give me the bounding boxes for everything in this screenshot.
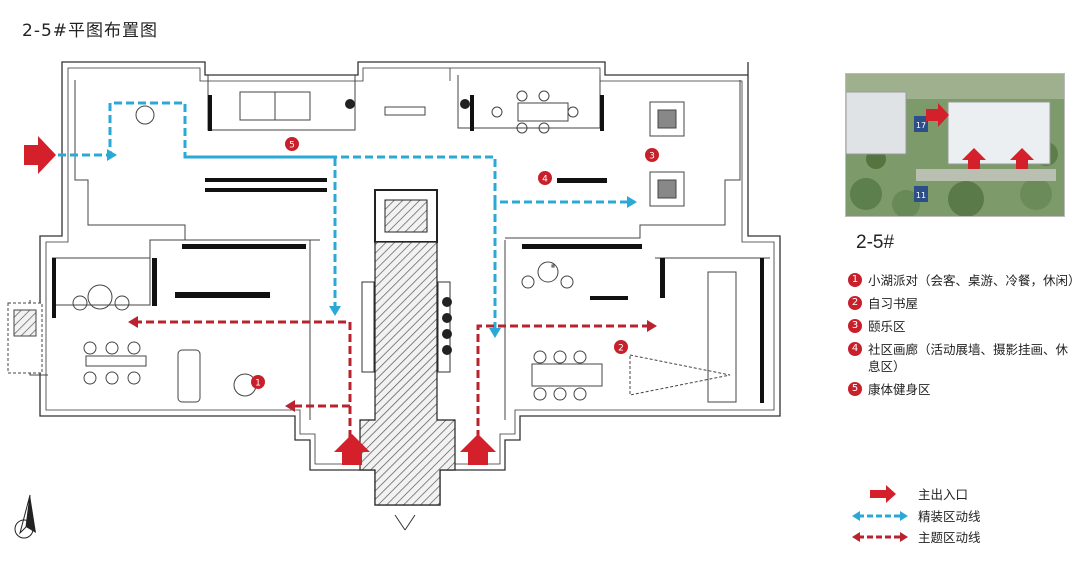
building-name: 2-5#	[856, 232, 895, 253]
legend-zone-number: 1	[848, 273, 862, 287]
legend-zone-label: 社区画廊（活动展墙、摄影挂画、休息区）	[868, 342, 1069, 374]
legend-key-entrance: 主出入口	[850, 484, 1078, 503]
planters	[345, 99, 470, 355]
site-tag-11	[914, 186, 928, 202]
legend-key-fine-route: 精装区动线	[850, 506, 1078, 525]
site-tag-17	[914, 116, 928, 132]
svg-text:4: 4	[542, 175, 548, 185]
svg-text:5: 5	[289, 141, 295, 151]
legend-zone-1: 1 小湖派对（会客、桌游、冷餐，休闲）	[848, 272, 1080, 289]
fine-route-arrowheads	[107, 149, 637, 338]
legend-zone-3: 3 颐乐区	[848, 318, 1076, 335]
red-dashed-arrow-icon	[852, 531, 908, 542]
zone-marker-2: 2	[614, 340, 628, 354]
legend-key-label: 精装区动线	[918, 509, 981, 524]
entrance-arrows	[24, 136, 496, 465]
blue-dashed-arrow-icon	[852, 510, 908, 521]
floor-plan: 5 3 4 1 2	[7, 61, 781, 531]
zone-marker-3: 3	[645, 148, 659, 162]
legend-zone-label: 自习书屋	[868, 296, 919, 311]
legend-zone-2: 2 自习书屋	[848, 295, 1076, 312]
site-thumbnail: 17 11	[845, 73, 1065, 217]
legend-zone-number: 4	[848, 342, 862, 356]
theme-route-lines	[135, 320, 650, 438]
zone-marker-1: 1	[251, 375, 265, 389]
legend-key-theme-route: 主题区动线	[850, 527, 1078, 546]
page-title: 2-5#平图布置图	[22, 21, 159, 41]
legend-zone-5: 5 康体健身区	[848, 381, 1076, 398]
svg-text:17: 17	[916, 121, 926, 130]
wall-accents	[52, 95, 764, 403]
legend-zone-label: 颐乐区	[868, 319, 906, 334]
theme-route-arrowheads	[128, 316, 657, 412]
legend-zone-number: 3	[848, 319, 862, 333]
zone-marker-4: 4	[538, 171, 552, 185]
zone-legend: 1 小湖派对（会客、桌游、冷餐，休闲） 2 自习书屋 3 颐乐区 4 社区画廊（…	[848, 272, 1080, 404]
svg-text:2: 2	[618, 344, 624, 354]
stair-core	[359, 189, 456, 506]
legend-zone-number: 5	[848, 382, 862, 396]
legend-key-label: 主题区动线	[918, 530, 981, 545]
north-arrow-icon	[14, 494, 36, 539]
red-arrow-icon	[870, 484, 896, 503]
svg-text:1: 1	[255, 379, 261, 389]
legend-zone-4: 4 社区画廊（活动展墙、摄影挂画、休息区）	[848, 341, 1076, 375]
deck-feature	[13, 309, 37, 337]
legend-zone-label: 康体健身区	[868, 382, 931, 397]
fine-route-lines	[58, 101, 630, 330]
furniture	[72, 90, 737, 403]
building-outline	[39, 61, 781, 506]
svg-text:3: 3	[649, 152, 655, 162]
interior-walls	[29, 75, 770, 420]
zone-markers: 5 3 4 1 2	[251, 137, 659, 389]
main-door	[394, 514, 416, 531]
legend-zone-number: 2	[848, 296, 862, 310]
svg-text:11: 11	[916, 191, 926, 200]
legend-zone-label: 小湖派对（会客、桌游、冷餐，休闲）	[868, 273, 1080, 288]
zone-marker-5: 5	[285, 137, 299, 151]
legend-key-label: 主出入口	[918, 487, 969, 502]
